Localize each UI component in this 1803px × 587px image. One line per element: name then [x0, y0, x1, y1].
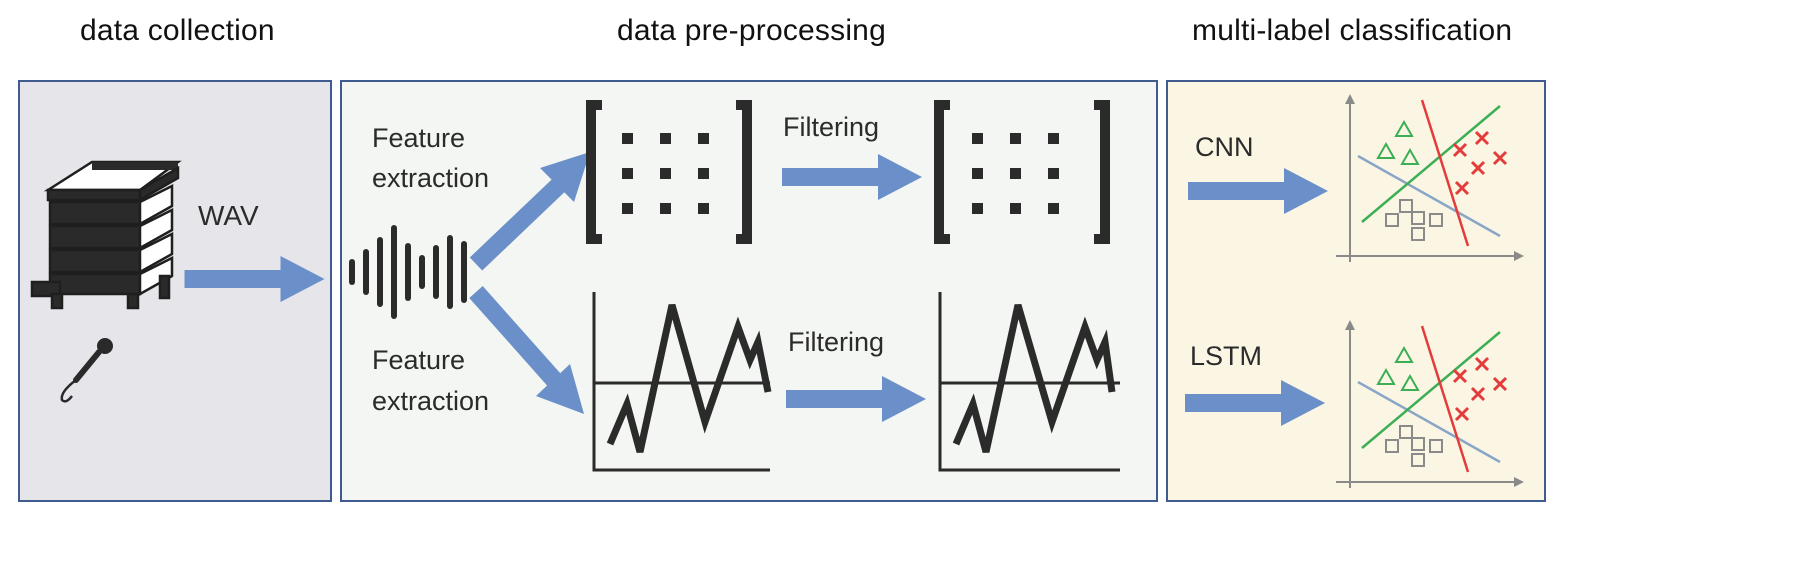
microphone-icon — [60, 338, 113, 403]
line-chart-icon — [592, 292, 772, 472]
scatter-classification-icon — [1336, 94, 1524, 262]
lstm-label: LSTM — [1190, 341, 1262, 371]
wav-label: WAV — [198, 200, 259, 231]
feature-extraction-arrow-up — [469, 152, 590, 271]
feature-extraction-bottom-label-line1: Feature — [372, 345, 465, 375]
collection-arrow — [184, 256, 325, 302]
matrix-icon — [934, 100, 1110, 244]
cnn-arrow — [1188, 168, 1328, 214]
feature-extraction-arrow-down — [469, 286, 584, 414]
matrix-icon — [586, 100, 752, 244]
filtering-bottom-arrow — [786, 376, 926, 422]
waveform-icon — [349, 225, 467, 319]
feature-extraction-bottom-label-line2: extraction — [372, 386, 489, 416]
data-preprocessing-heading: data pre-processing — [617, 14, 886, 47]
filtering-top-label: Filtering — [783, 112, 879, 142]
feature-extraction-top-label-line1: Feature — [372, 123, 465, 153]
multi-label-classification-heading: multi-label classification — [1192, 14, 1513, 47]
lstm-arrow — [1185, 380, 1325, 426]
multi-label-classification-panel — [1166, 80, 1546, 502]
scatter-classification-icon — [1336, 320, 1524, 488]
filtering-bottom-label: Filtering — [788, 327, 884, 357]
data-collection-heading: data collection — [80, 14, 275, 47]
cnn-label: CNN — [1195, 132, 1254, 162]
beehive-icon — [30, 160, 182, 310]
filtering-top-arrow — [782, 154, 922, 200]
line-chart-icon — [938, 292, 1120, 472]
feature-extraction-top-label-line2: extraction — [372, 163, 489, 193]
